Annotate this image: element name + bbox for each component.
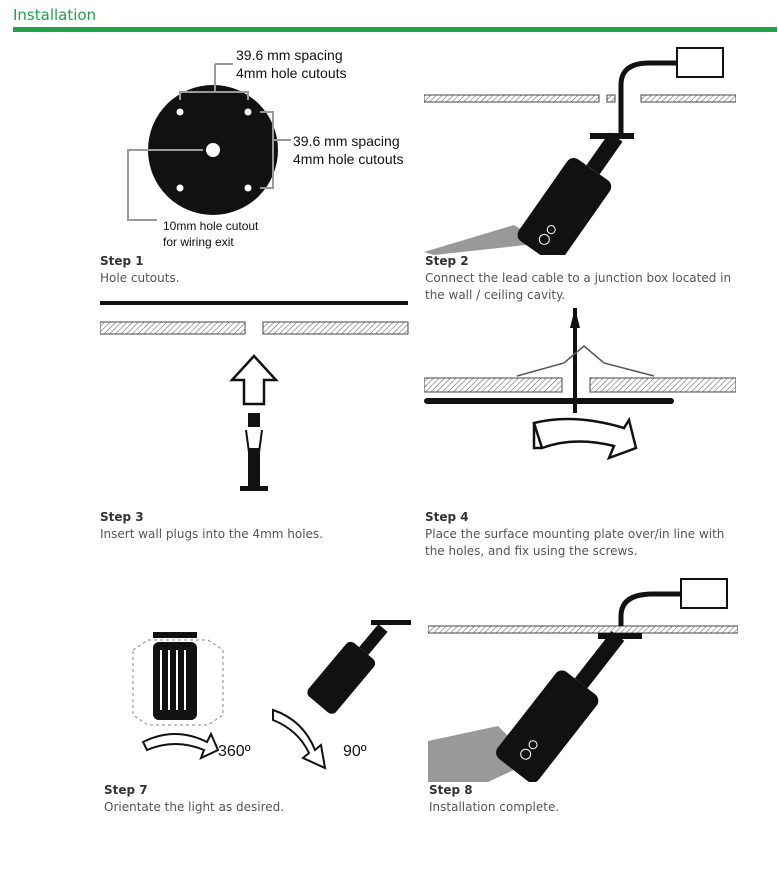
title-underline [13,27,777,32]
label-spacing-top-1: 39.6 mm spacing [236,47,343,63]
spotlight-body-icon [517,157,612,255]
rotate-arrow-icon [532,416,638,461]
wall-plug-icon [248,413,260,427]
spotlight-installed-icon [496,670,599,782]
step1-label: Step 1 [100,254,144,268]
step7-label: Step 7 [104,783,148,797]
label-spacing-right-1: 39.6 mm spacing [293,133,400,149]
rotate-90-arrow-icon [272,708,327,770]
step3-label: Step 3 [100,510,144,524]
step2-text: Connect the lead cable to a junction box… [425,271,732,302]
junction-box-icon [676,47,724,78]
step3-caption: Step 3 Insert wall plugs into the 4mm ho… [100,509,410,543]
step8-complete-diagram [428,578,738,782]
label-spacing-right-2: 4mm hole cutouts [293,151,404,167]
step3-plug-diagram [100,301,409,491]
step7-orientation-diagram: 360º 90º [132,620,411,770]
up-arrow-icon [229,354,279,406]
step2-junction-diagram [424,47,736,255]
rotate-360-arrow-icon [141,731,220,760]
spotlight-tilt-icon [307,641,376,714]
step4-plate-diagram [424,308,736,461]
junction-box-icon [680,578,728,609]
label-spacing-top-2: 4mm hole cutouts [236,65,347,81]
label-center-1: 10mm hole cutout [163,219,259,233]
step1-caption: Step 1 Hole cutouts. [100,253,400,287]
step4-label: Step 4 [425,510,469,524]
step4-caption: Step 4 Place the surface mounting plate … [425,509,735,560]
step8-caption: Step 8 Installation complete. [429,782,739,816]
step4-text: Place the surface mounting plate over/in… [425,527,725,558]
step2-caption: Step 2 Connect the lead cable to a junct… [425,253,735,304]
step2-label: Step 2 [425,254,469,268]
step8-text: Installation complete. [429,800,560,814]
label-rotate-90: 90º [343,743,367,760]
label-rotate-360: 360º [218,743,251,760]
step7-text: Orientate the light as desired. [104,800,285,814]
step3-text: Insert wall plugs into the 4mm holes. [100,527,323,541]
step1-text: Hole cutouts. [100,271,180,285]
spotlight-front-icon [153,642,197,720]
step8-label: Step 8 [429,783,473,797]
label-center-2: for wiring exit [163,235,234,249]
step1-hole-diagram: 39.6 mm spacing 4mm hole cutouts 39.6 mm… [127,47,404,249]
page-title: Installation [13,6,97,24]
step7-caption: Step 7 Orientate the light as desired. [104,782,414,816]
